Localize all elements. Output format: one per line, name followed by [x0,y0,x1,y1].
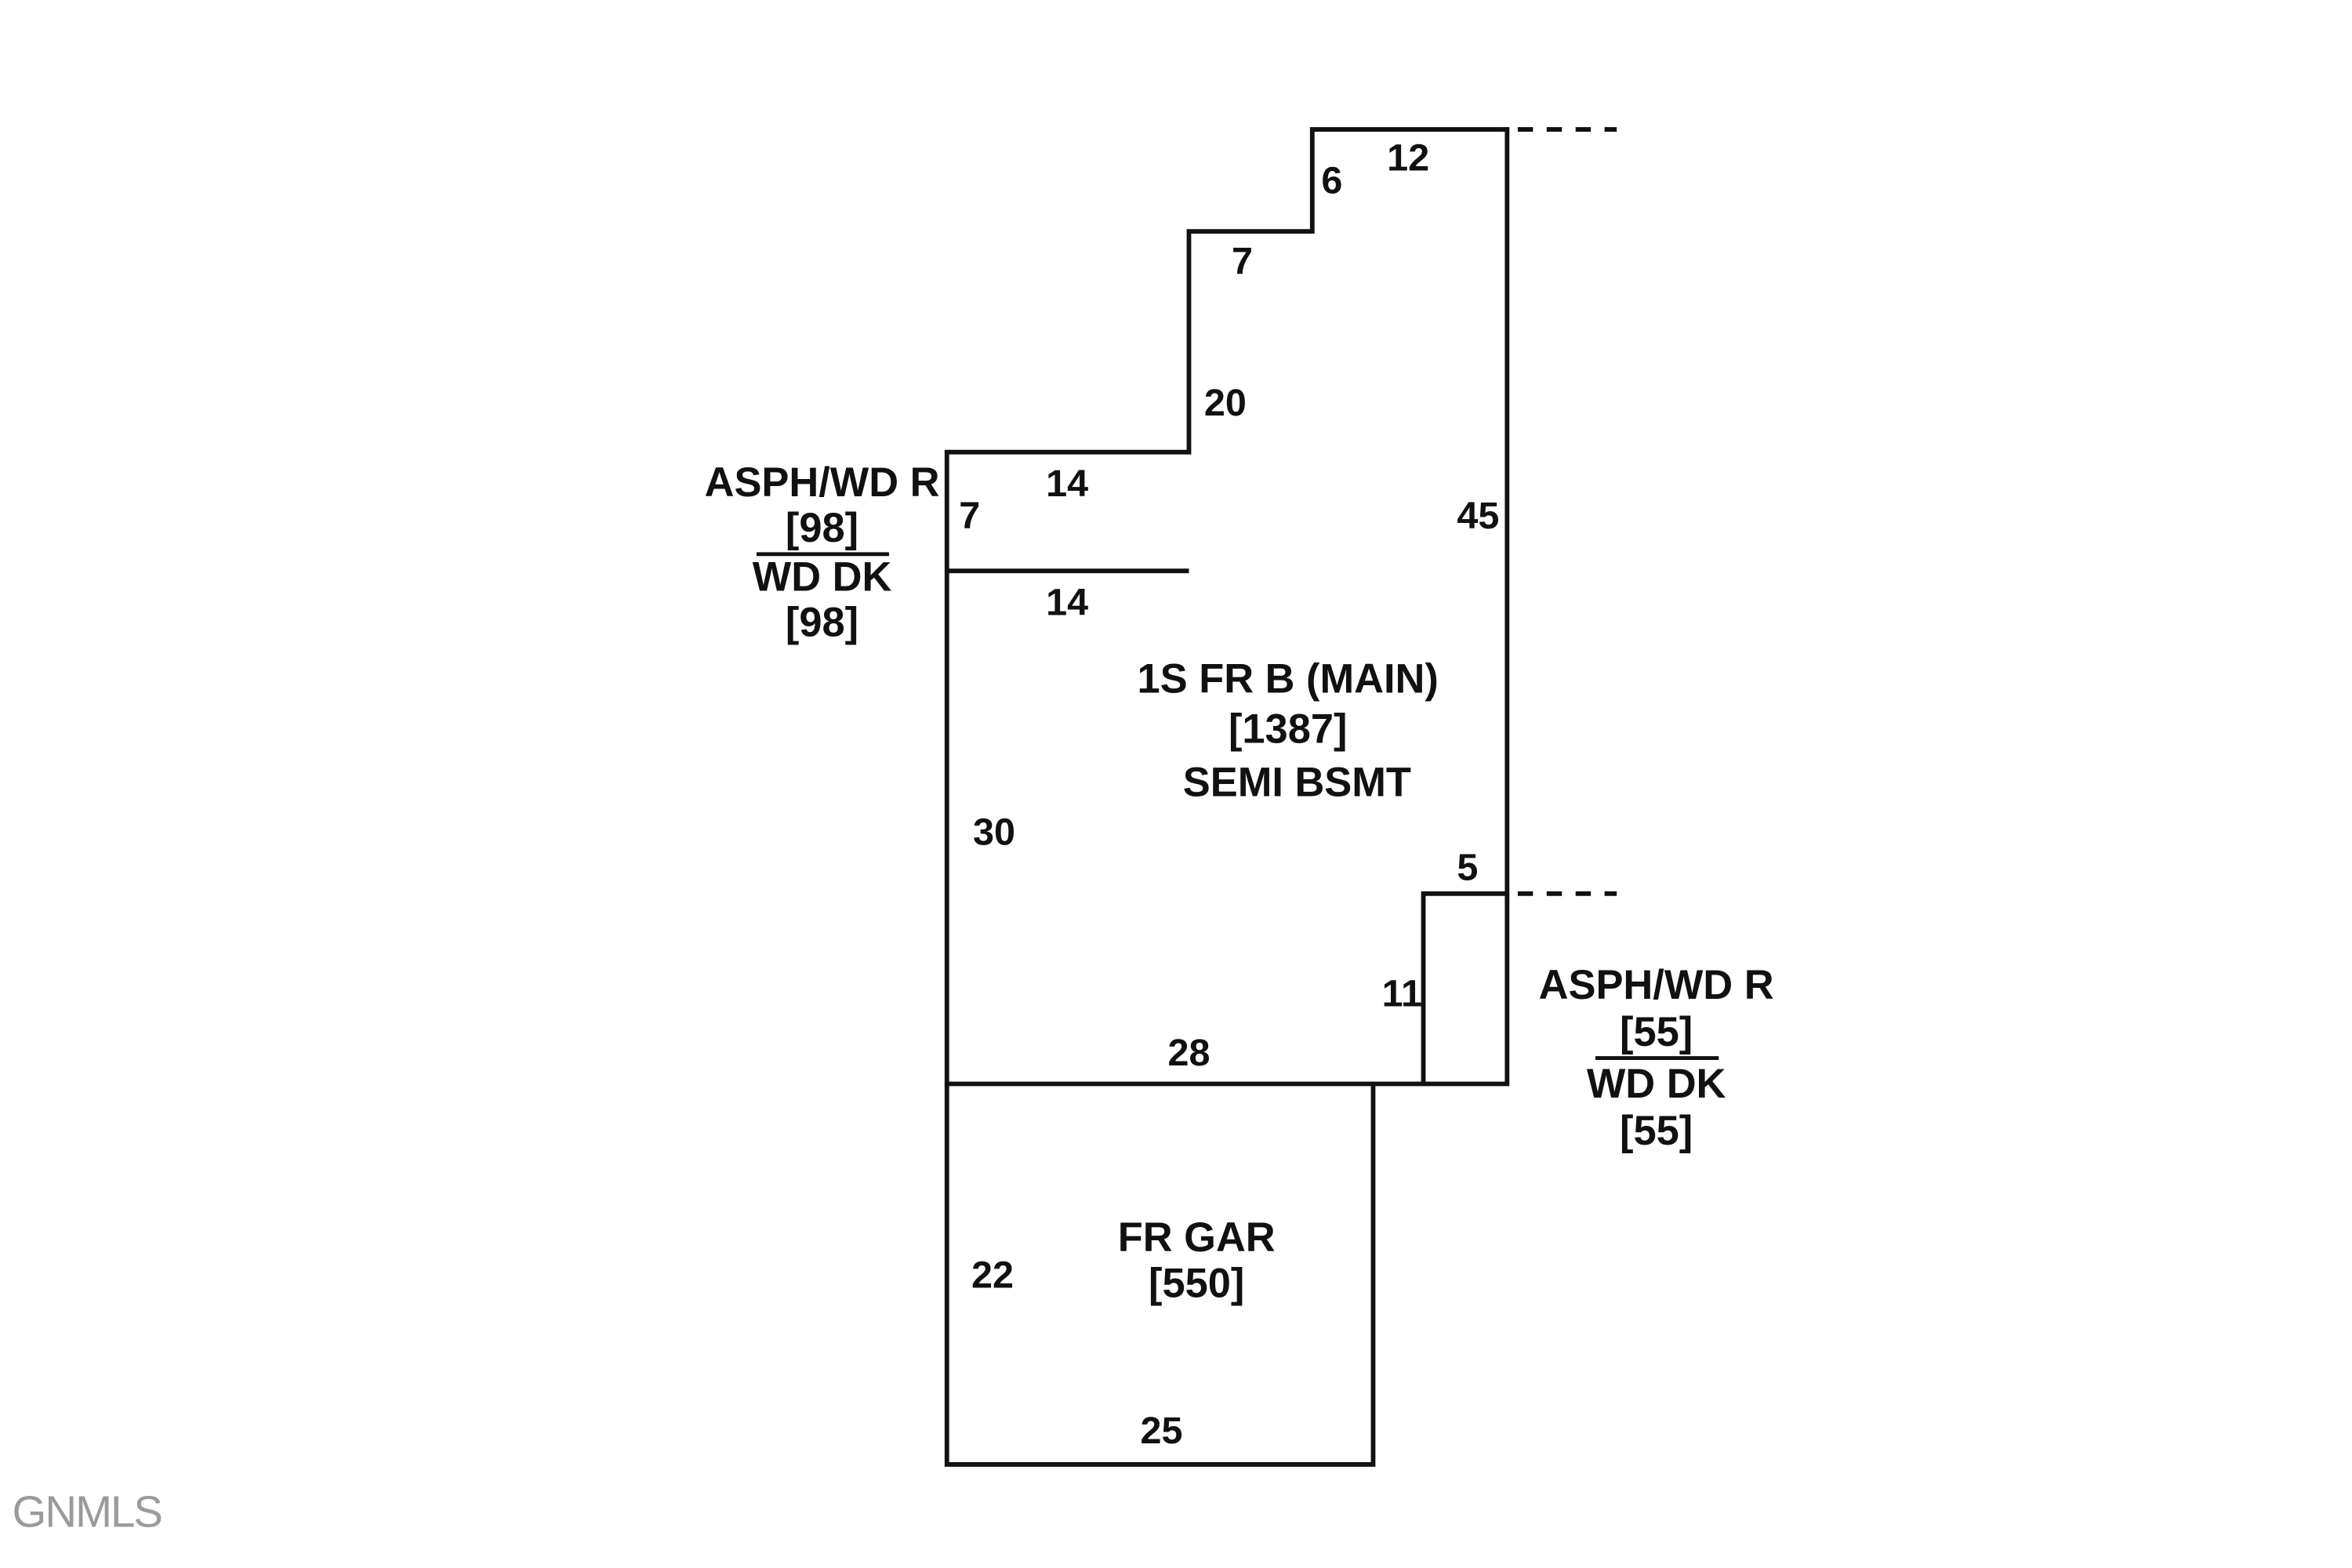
left-deck-deck-label: WD DK [753,554,892,600]
left-deck-roof-label: ASPH/WD R [705,460,940,506]
dimension-upper-step-width: 7 [1232,241,1253,283]
main-area-name: 1S FR B (MAIN) [1138,656,1439,702]
main-area-basement: SEMI BSMT [1183,760,1411,806]
dimension-top-width: 12 [1387,136,1429,179]
main-building-outline [944,127,1510,1087]
garage-outline [944,1083,1376,1467]
dimension-left-wall: 30 [973,811,1015,854]
right-deck-deck-area: [55] [1620,1109,1693,1154]
right-deck-roof-label: ASPH/WD R [1539,963,1774,1008]
left-deck-deck-area: [98] [786,601,858,646]
dimension-right-wall: 45 [1457,495,1499,537]
dimension-main-bottom: 28 [1168,1032,1210,1074]
dimension-step-top: 5 [1457,846,1478,888]
dimension-garage-bottom: 25 [1141,1410,1183,1452]
right-step-lines [1421,891,1508,1084]
left-deck-roof-area: [98] [786,506,858,551]
dimension-bump-top: 14 [1046,463,1088,505]
garage-name: FR GAR [1118,1215,1276,1261]
dimension-upper-left-wall: 20 [1204,382,1247,424]
dimension-bump-bottom: 14 [1046,581,1088,623]
garage-sqft: [550] [1149,1261,1244,1306]
dimension-step-left: 11 [1382,972,1422,1014]
main-area-sqft: [1387] [1229,707,1348,753]
right-deck-roof-area: [55] [1620,1010,1693,1055]
dimension-top-notch-height: 6 [1321,160,1342,202]
dimension-garage-left: 22 [971,1254,1014,1297]
right-deck-deck-label: WD DK [1587,1062,1726,1107]
watermark: GNMLS [13,1487,162,1537]
dimension-bump-left: 7 [959,495,980,537]
